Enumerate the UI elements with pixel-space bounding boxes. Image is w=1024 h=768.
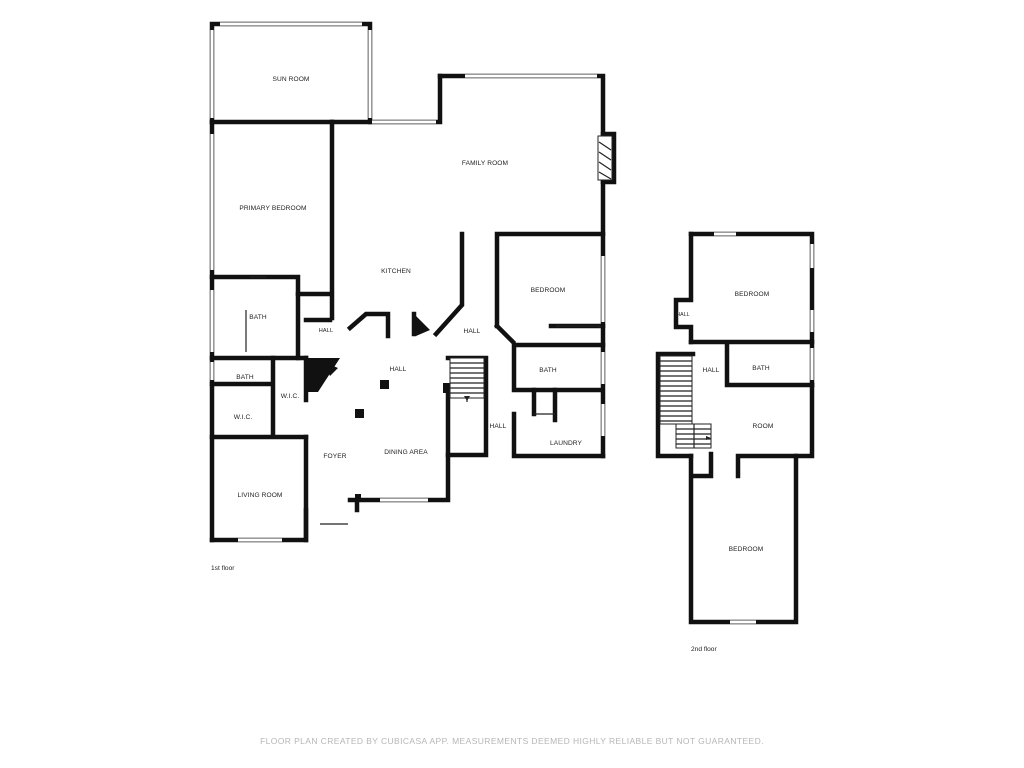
label-primary-bedroom: PRIMARY BEDROOM — [239, 205, 306, 212]
first-floor-details — [245, 276, 601, 525]
first-floor-room-labels: SUN ROOM FAMILY ROOM PRIMARY BEDROOM KIT… — [234, 76, 583, 499]
label-2nd-bath: BATH — [752, 365, 770, 372]
first-floor-stairs — [449, 357, 485, 402]
first-floor-label: 1st floor — [211, 565, 235, 572]
second-floor-windows — [714, 232, 814, 624]
label-family-room: FAMILY ROOM — [462, 160, 508, 167]
label-kitchen: KITCHEN — [381, 268, 411, 275]
label-2nd-bedroom-bottom: BEDROOM — [729, 546, 764, 553]
label-2nd-room: ROOM — [753, 423, 774, 430]
label-wic-left: W.I.C. — [234, 414, 253, 421]
first-floor-walls — [209, 21, 617, 543]
label-bath-small: BATH — [236, 374, 254, 381]
first-floor-windows — [210, 22, 605, 542]
second-floor-walls — [655, 231, 815, 625]
label-hall-center: HALL — [390, 366, 407, 373]
second-floor-label: 2nd floor — [691, 646, 717, 653]
label-wic-right: W.I.C. — [281, 393, 300, 400]
label-hall-stairs: HALL — [490, 423, 507, 430]
second-floor-stairs — [659, 355, 712, 449]
label-hall-east: HALL — [464, 328, 481, 335]
label-sun-room: SUN ROOM — [272, 76, 309, 83]
label-living-room: LIVING ROOM — [237, 492, 282, 499]
label-2nd-hall-small: HALL — [676, 312, 689, 318]
label-bath-bedroom: BATH — [539, 367, 557, 374]
first-floor-solid-blocks — [306, 314, 450, 502]
label-laundry: LAUNDRY — [550, 440, 583, 447]
fireplace — [597, 135, 613, 181]
disclaimer-footer: FLOOR PLAN CREATED BY CUBICASA APP. MEAS… — [260, 736, 764, 746]
label-dining-area: DINING AREA — [384, 449, 428, 456]
label-bedroom: BEDROOM — [531, 287, 566, 294]
label-foyer: FOYER — [323, 453, 346, 460]
label-hall-west: HALL — [319, 328, 333, 334]
label-2nd-bedroom-top: BEDROOM — [735, 291, 770, 298]
label-2nd-hall: HALL — [703, 367, 720, 374]
second-floor-room-labels: BEDROOM HALL HALL BATH ROOM BEDROOM — [676, 291, 773, 553]
label-bath-primary: BATH — [249, 314, 267, 321]
